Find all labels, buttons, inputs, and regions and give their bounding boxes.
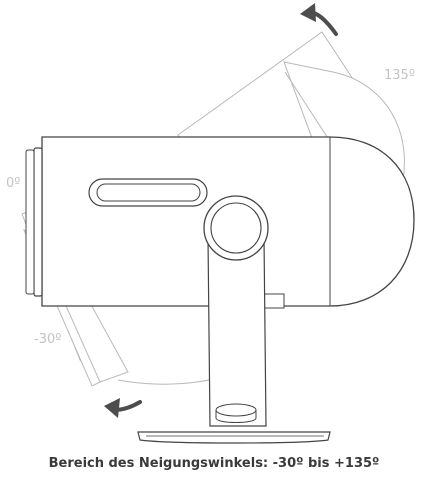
angle-label-135: 135º <box>384 68 415 83</box>
tilt-range-caption: Bereich des Neigungswinkels: -30º bis +1… <box>48 456 380 471</box>
angle-label-0: 0º <box>6 176 21 191</box>
arrow-up-icon <box>300 3 338 36</box>
arrow-down-icon <box>104 398 142 418</box>
projector-stand <box>137 195 331 444</box>
lens-front <box>33 147 43 297</box>
angle-label-minus30: -30º <box>34 332 62 347</box>
hinge-inner <box>210 202 262 254</box>
vent-slot <box>88 178 208 207</box>
stand-base <box>137 431 331 444</box>
